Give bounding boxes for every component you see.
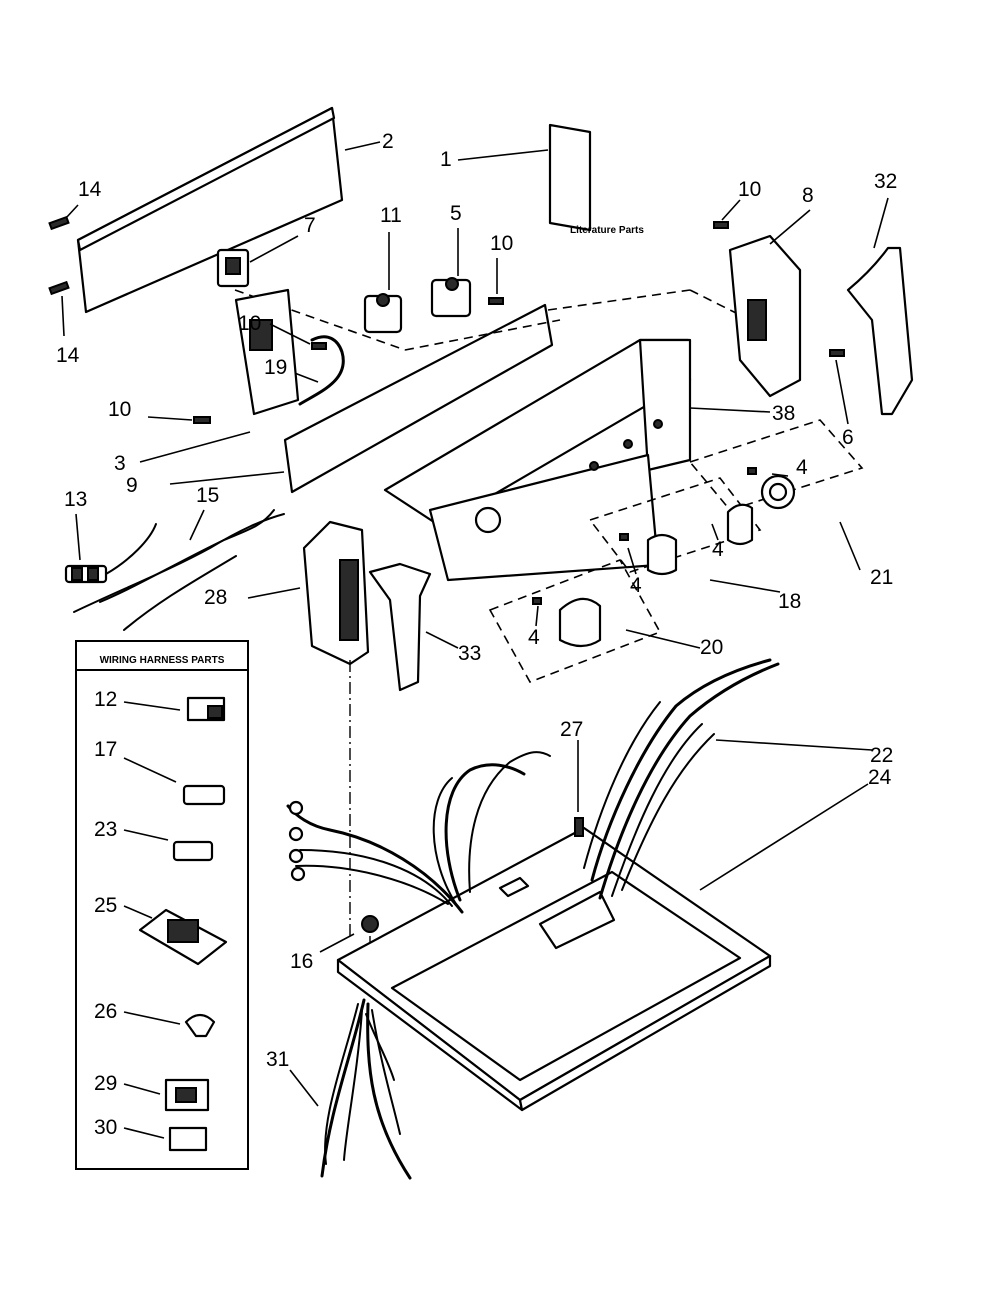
callout-10-mid: 10 — [238, 312, 261, 335]
callout-16: 16 — [290, 950, 313, 973]
callout-22: 22 — [870, 744, 893, 767]
callout-10-right: 10 — [738, 178, 761, 201]
callout-6: 6 — [842, 426, 854, 449]
callout-5: 5 — [450, 202, 462, 225]
part-3-switch — [139, 288, 300, 463]
callout-29: 29 — [94, 1072, 117, 1095]
callout-4-d: 4 — [528, 626, 540, 649]
part-13-harness-connector — [64, 513, 157, 584]
part-28-end-cap — [247, 520, 370, 666]
part-7-switch — [216, 235, 406, 351]
callout-28: 28 — [204, 586, 227, 609]
callout-14-top: 14 — [78, 178, 102, 201]
part-10-screw-top — [488, 258, 504, 305]
callout-26: 26 — [94, 1000, 117, 1023]
callout-32: 32 — [874, 170, 897, 193]
callout-11: 11 — [380, 204, 402, 227]
part-22-wire-harness — [583, 658, 873, 900]
callout-7: 7 — [304, 214, 316, 237]
part-24-top-panel — [336, 783, 869, 1112]
callout-10-top: 10 — [490, 232, 513, 255]
callout-38: 38 — [772, 402, 795, 425]
part-10-screws-left — [147, 323, 327, 424]
part-32-end-cap — [846, 197, 914, 416]
wiring-harness-inset: WIRING HARNESS PARTS — [75, 640, 249, 1170]
knob-assembly-21 — [688, 419, 864, 571]
callout-8: 8 — [802, 184, 814, 207]
part-15-wire-harness — [73, 509, 285, 631]
part-38-console — [383, 289, 771, 582]
callout-31: 31 — [266, 1048, 289, 1071]
callout-30: 30 — [94, 1116, 117, 1139]
callout-33: 33 — [458, 642, 481, 665]
part-14-screws — [48, 204, 79, 337]
part-8-control-bracket — [713, 199, 811, 398]
literature-parts-label: Literature Parts — [570, 225, 644, 236]
callout-numbers: 2 1 14 14 7 11 5 10 10 8 32 10 19 10 38 … — [56, 130, 897, 1139]
part-33-end-cap — [368, 562, 459, 692]
part-1-literature: Literature Parts — [457, 123, 644, 236]
callout-13: 13 — [64, 488, 87, 511]
callout-14-bottom: 14 — [56, 344, 80, 367]
callout-2: 2 — [382, 130, 394, 153]
callout-3: 3 — [114, 452, 126, 475]
callout-23: 23 — [94, 818, 117, 841]
callout-18: 18 — [778, 590, 801, 613]
part-31-wire-harness — [289, 998, 412, 1180]
part-2-rear-panel — [76, 106, 381, 314]
knob-assembly-20 — [488, 559, 701, 683]
knob-assembly-18 — [588, 477, 781, 593]
harness-left-bundle — [286, 751, 551, 914]
callout-9: 9 — [126, 474, 138, 497]
part-9-bracket — [169, 303, 561, 494]
part-27-screw — [574, 740, 584, 837]
part-11-component — [363, 232, 403, 334]
callout-24: 24 — [868, 766, 892, 789]
part-16-clip — [319, 915, 379, 953]
part-6-screw — [829, 349, 849, 425]
callout-19: 19 — [264, 356, 287, 379]
callout-15: 15 — [196, 484, 219, 507]
callout-4-a: 4 — [796, 456, 808, 479]
callout-10-left: 10 — [108, 398, 131, 421]
callout-20: 20 — [700, 636, 723, 659]
callout-21: 21 — [870, 566, 893, 589]
part-5-component — [430, 228, 472, 318]
callout-1: 1 — [440, 148, 452, 171]
callout-4-b: 4 — [712, 538, 724, 561]
callout-27: 27 — [560, 718, 583, 741]
callout-4-c: 4 — [630, 574, 642, 597]
callout-12: 12 — [94, 688, 117, 711]
inset-title: WIRING HARNESS PARTS — [100, 655, 225, 666]
callout-25: 25 — [94, 894, 117, 917]
callout-17: 17 — [94, 738, 117, 761]
